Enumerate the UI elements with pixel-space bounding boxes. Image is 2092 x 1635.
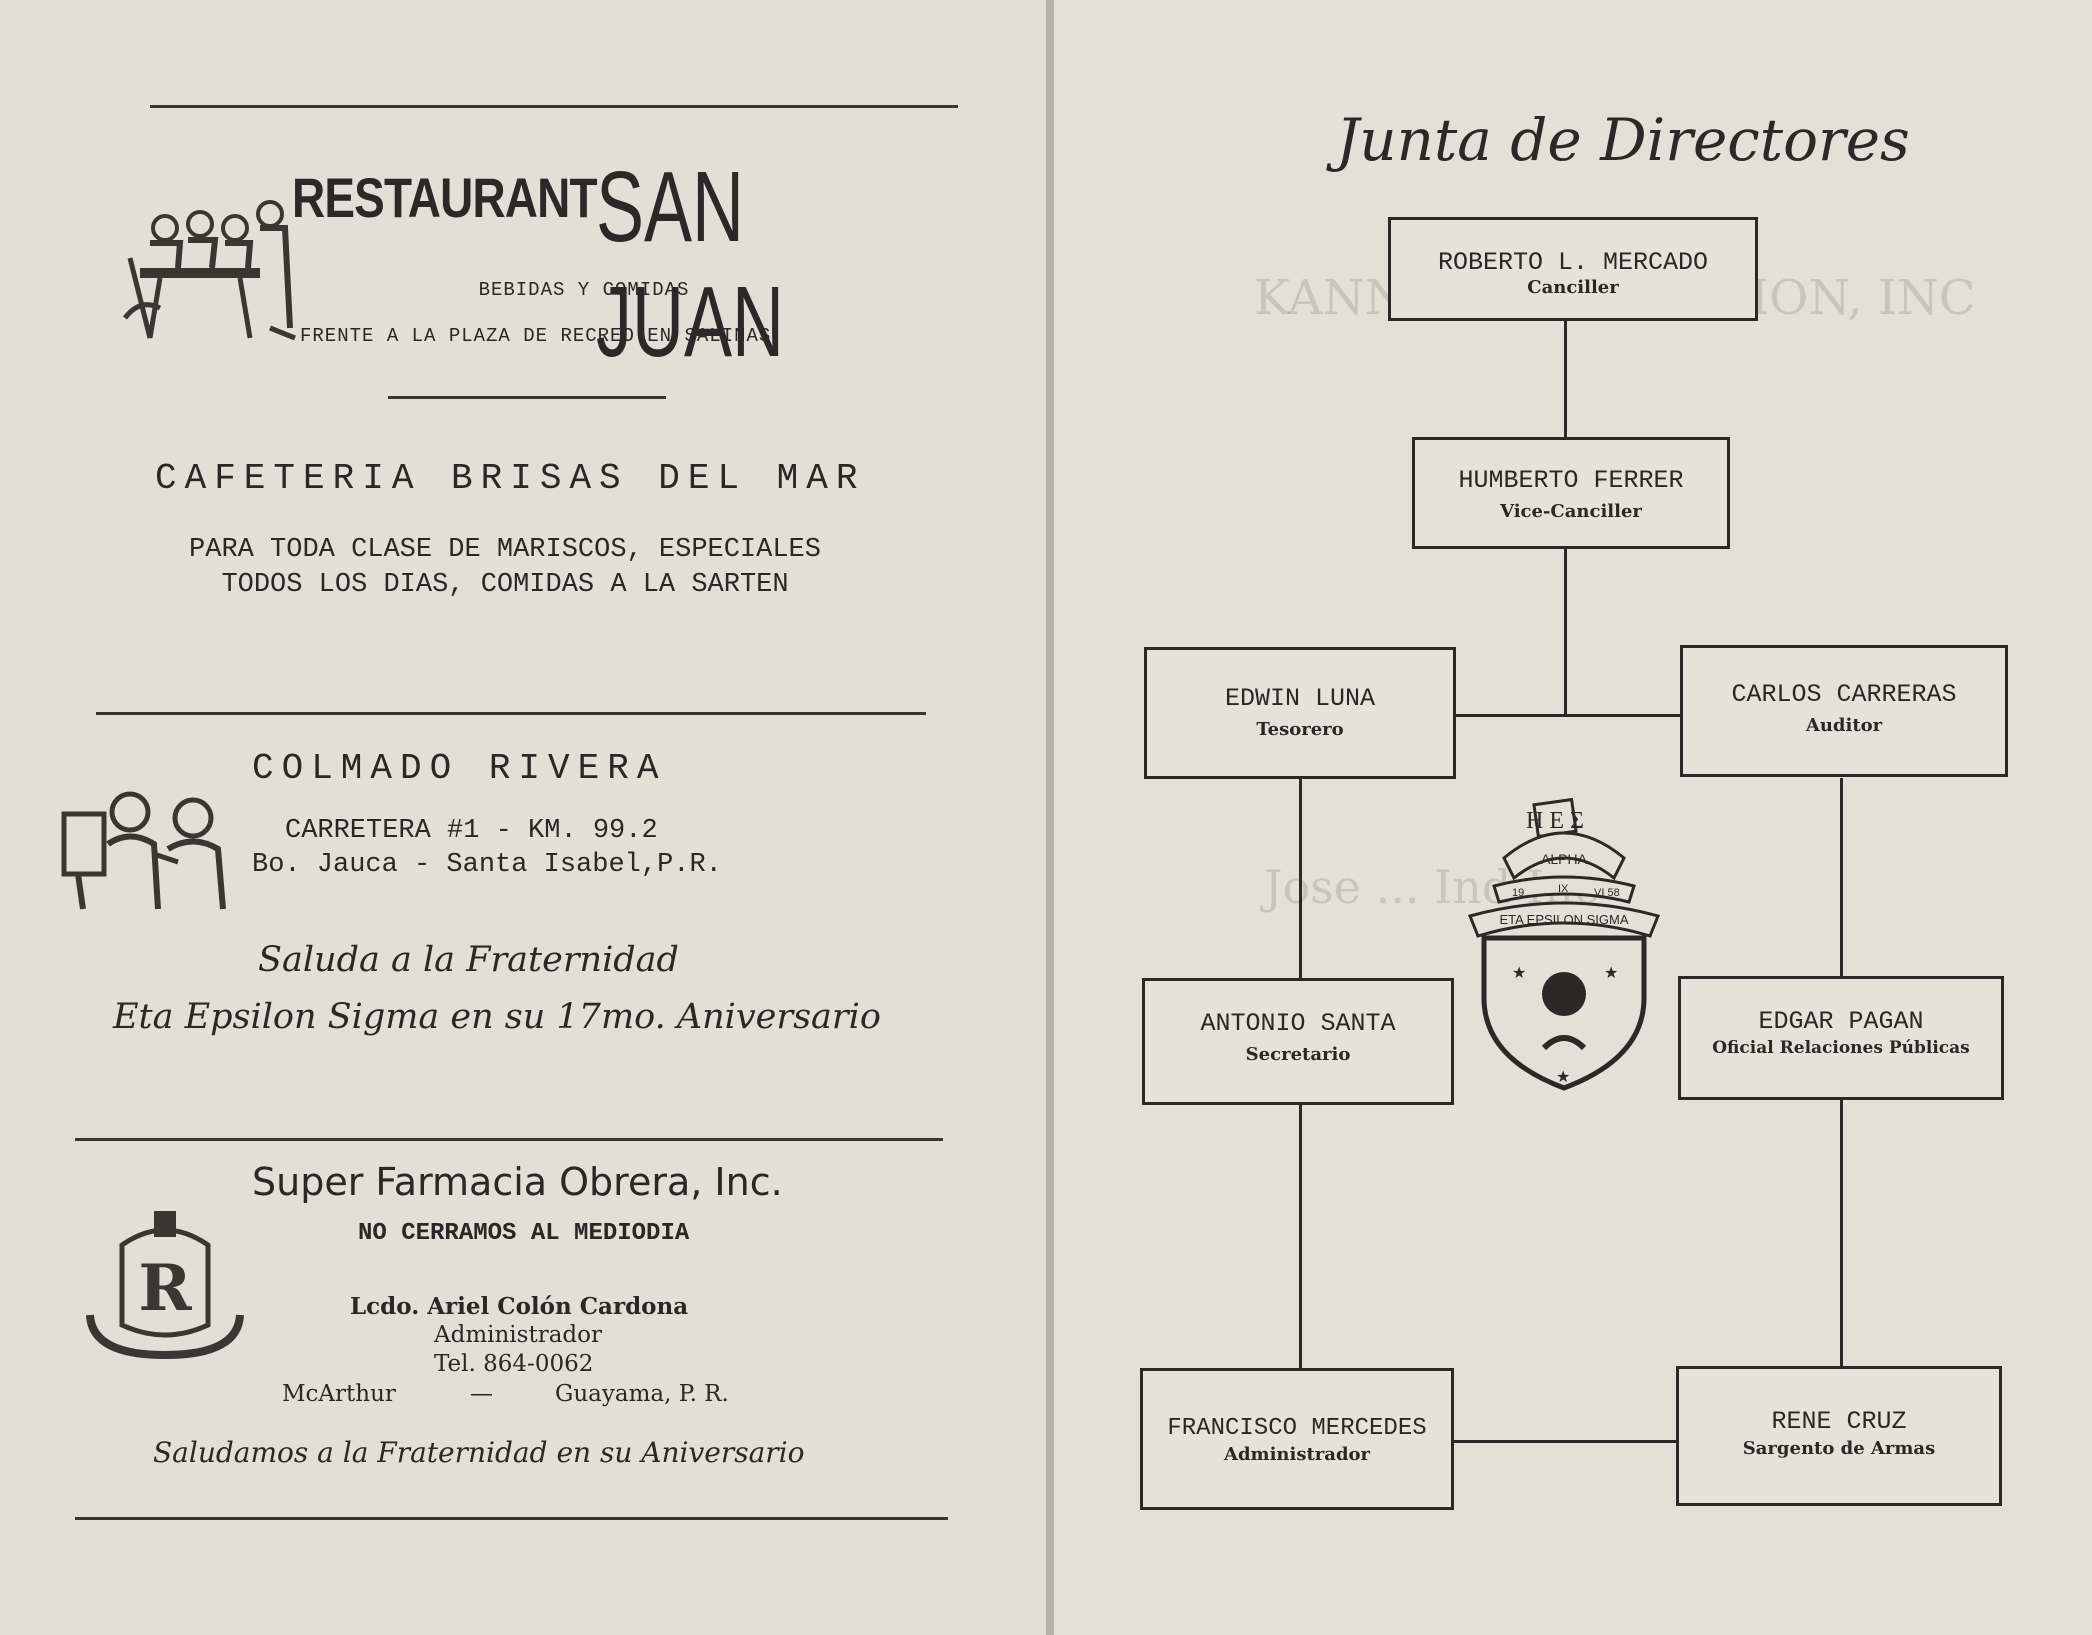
restaurant-line1: BEBIDAS Y COMIDAS xyxy=(478,279,690,301)
left-page: RESTAURANT SAN JUAN BEBIDAS Y COMIDAS FR… xyxy=(0,0,1048,1635)
grocers-illustration-icon xyxy=(61,791,226,910)
director-box: ANTONIO SANTA Secretario xyxy=(1142,978,1454,1105)
farmacia-place2: Guayama, P. R. xyxy=(555,1381,729,1407)
farmacia-greeting: Saludamos a la Fraternidad en su Anivers… xyxy=(153,1436,805,1469)
director-name: FRANCISCO MERCEDES xyxy=(1167,1415,1427,1442)
cafeteria-line2: TODOS LOS DIAS, COMIDAS A LA SARTEN xyxy=(221,570,789,600)
director-role: Sargento de Armas xyxy=(1742,1438,1936,1459)
board-title: Junta de Directores xyxy=(1336,106,1910,174)
colmado-line1: CARRETERA #1 - KM. 99.2 xyxy=(285,816,658,846)
crest-banner-eta: ETA EPSILON SIGMA xyxy=(1499,912,1628,927)
colmado-greeting1: Saluda a la Fraternidad xyxy=(258,940,679,980)
director-role: Auditor xyxy=(1805,715,1883,736)
farmacia-dash: — xyxy=(470,1381,493,1407)
director-name: HUMBERTO FERRER xyxy=(1458,466,1684,495)
svg-text:★: ★ xyxy=(1604,963,1618,982)
director-name: EDGAR PAGAN xyxy=(1758,1007,1924,1036)
director-name: RENE CRUZ xyxy=(1771,1407,1907,1436)
director-box: ROBERTO L. MERCADO Canciller xyxy=(1388,217,1758,321)
director-name: CARLOS CARRERAS xyxy=(1731,680,1957,709)
divider xyxy=(96,712,926,715)
connector-line xyxy=(1455,714,1733,717)
connector-line xyxy=(1564,291,1567,439)
fraternity-crest-icon: H E Σ ALPHA 19 IX VI 58 ETA EPSILON SIGM… xyxy=(1467,798,1661,1091)
farmacia-title: Administrador xyxy=(434,1322,602,1348)
connector-line xyxy=(1299,1104,1302,1372)
svg-text:★: ★ xyxy=(1556,1067,1570,1086)
connector-line xyxy=(1840,1100,1843,1368)
farmacia-person: Lcdo. Ariel Colón Cardona xyxy=(350,1293,689,1320)
crest-letters: H E Σ xyxy=(1526,808,1584,834)
connector-line xyxy=(1840,778,1843,978)
director-box: HUMBERTO FERRER Vice-Canciller xyxy=(1412,437,1730,549)
director-box: FRANCISCO MERCEDES Administrador xyxy=(1140,1368,1454,1510)
connector-line xyxy=(1564,548,1567,716)
director-box: RENE CRUZ Sargento de Armas xyxy=(1676,1366,2002,1506)
cafeteria-name: CAFETERIA BRISAS DEL MAR xyxy=(155,458,866,499)
crest-year-mid: IX xyxy=(1558,883,1569,895)
director-role: Oficial Relaciones Públicas xyxy=(1712,1038,1970,1058)
director-role: Tesorero xyxy=(1256,719,1344,740)
colmado-line2: Bo. Jauca - Santa Isabel,P.R. xyxy=(252,850,722,880)
farmacia-logo-icon: R xyxy=(86,1211,244,1360)
crest-year-left: 19 xyxy=(1512,887,1524,899)
colmado-name: COLMADO RIVERA xyxy=(252,748,667,789)
director-role: Vice-Canciller xyxy=(1500,501,1642,522)
book-gutter xyxy=(1046,0,1056,1635)
restaurant-label: RESTAURANT xyxy=(292,166,598,229)
director-name: EDWIN LUNA xyxy=(1224,684,1376,713)
divider xyxy=(75,1517,948,1520)
director-box: CARLOS CARRERAS Auditor xyxy=(1680,645,2008,777)
director-role: Secretario xyxy=(1245,1044,1351,1065)
director-name: ROBERTO L. MERCADO xyxy=(1437,248,1709,277)
right-page: KANN CONSTRUCTION, INC Jose ... Ind Inc … xyxy=(1054,0,2092,1635)
connector-line xyxy=(1299,778,1302,980)
director-box: EDGAR PAGAN Oficial Relaciones Públicas xyxy=(1678,976,2004,1100)
divider xyxy=(75,1138,943,1141)
svg-text:★: ★ xyxy=(1512,963,1526,982)
connector-line xyxy=(1452,1440,1676,1443)
divider xyxy=(388,396,666,399)
colmado-greeting2: Eta Epsilon Sigma en su 17mo. Aniversari… xyxy=(113,997,881,1037)
farmacia-place1: McArthur xyxy=(282,1381,396,1407)
cafeteria-line1: PARA TODA CLASE DE MARISCOS, ESPECIALES xyxy=(189,535,821,565)
director-role: Canciller xyxy=(1527,277,1619,298)
crest-banner-alpha: ALPHA xyxy=(1541,851,1588,867)
farmacia-phone: Tel. 864-0062 xyxy=(434,1351,594,1377)
diners-illustration-icon xyxy=(123,200,296,341)
farmacia-logo-letter: R xyxy=(138,1251,192,1326)
restaurant-name: SAN JUAN xyxy=(596,151,785,378)
crest-year-right: VI 58 xyxy=(1594,887,1620,899)
restaurant-line2: FRENTE A LA PLAZA DE RECREO EN SALINAS xyxy=(300,325,772,347)
director-name: ANTONIO SANTA xyxy=(1200,1009,1396,1038)
farmacia-subtitle: NO CERRAMOS AL MEDIODIA xyxy=(358,1220,690,1247)
divider xyxy=(150,105,958,108)
director-role: Administrador xyxy=(1223,1444,1371,1465)
farmacia-name: Super Farmacia Obrera, Inc. xyxy=(252,1160,783,1204)
director-box: EDWIN LUNA Tesorero xyxy=(1144,647,1456,779)
